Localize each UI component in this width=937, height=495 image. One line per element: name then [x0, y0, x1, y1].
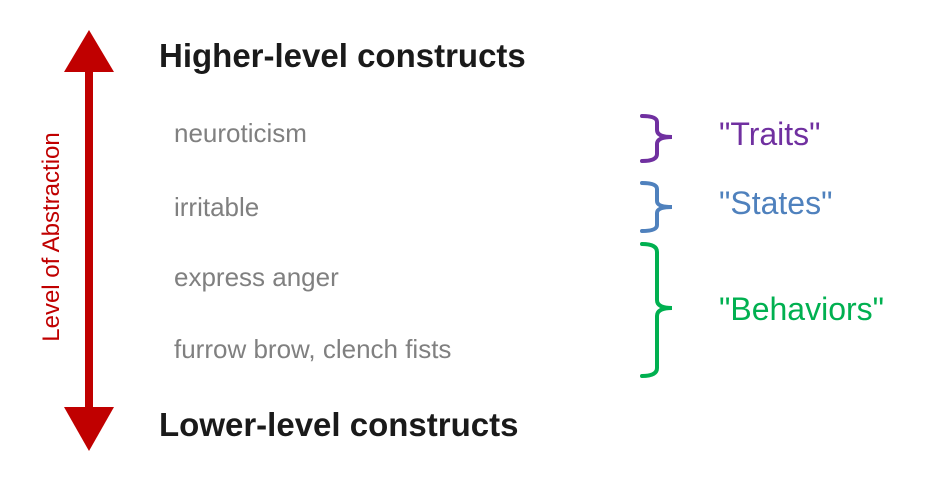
item-express-anger: express anger — [174, 262, 339, 292]
behaviors-label: "Behaviors" — [719, 291, 885, 327]
arrow-head-down — [64, 407, 114, 451]
states-brace — [640, 181, 673, 233]
item-neuroticism: neuroticism — [174, 118, 307, 148]
lower-level-heading: Lower-level constructs — [159, 406, 519, 443]
arrow-head-up — [64, 30, 114, 72]
traits-brace — [640, 114, 673, 163]
states-label: "States" — [719, 185, 833, 221]
behaviors-brace — [640, 242, 673, 378]
higher-level-heading: Higher-level constructs — [159, 37, 526, 74]
traits-label: "Traits" — [719, 116, 821, 152]
item-irritable: irritable — [174, 192, 260, 222]
item-furrow-brow: furrow brow, clench fists — [174, 334, 452, 364]
